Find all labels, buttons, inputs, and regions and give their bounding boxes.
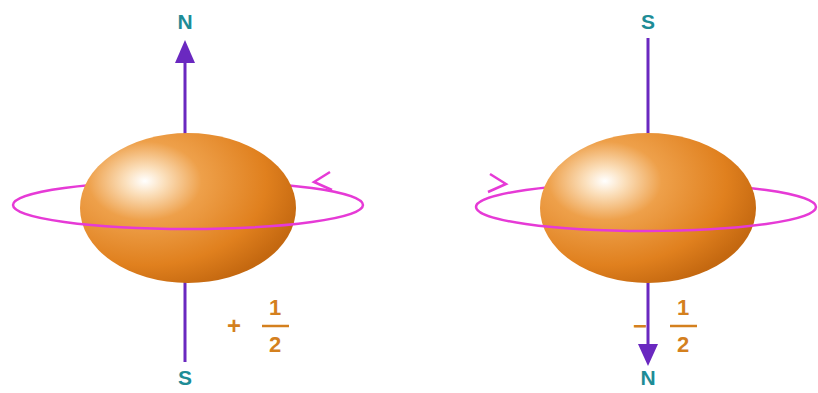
electron-sphere <box>540 133 756 283</box>
pole-label: N <box>640 367 655 388</box>
spin-down-electron <box>476 38 816 366</box>
pole-label: S <box>178 367 192 388</box>
pole-label: S <box>641 11 655 32</box>
rotation-arrowhead <box>314 172 332 190</box>
axis-arrowhead <box>175 40 195 63</box>
rotation-arrowhead <box>488 174 506 192</box>
spin-sign: − <box>633 314 647 338</box>
fraction-denominator: 2 <box>677 334 689 356</box>
spin-ring-front <box>13 205 363 229</box>
fraction-bar <box>670 325 697 328</box>
fraction-numerator: 1 <box>269 297 281 319</box>
pole-label: N <box>177 11 192 32</box>
spin-sign: + <box>227 314 241 338</box>
spin-ring-front <box>476 207 816 231</box>
fraction-denominator: 2 <box>269 334 281 356</box>
axis-arrowhead <box>638 344 658 366</box>
fraction-numerator: 1 <box>677 297 689 319</box>
spin-up-electron <box>13 40 363 362</box>
fraction-bar <box>262 325 289 328</box>
electron-sphere <box>80 133 296 283</box>
